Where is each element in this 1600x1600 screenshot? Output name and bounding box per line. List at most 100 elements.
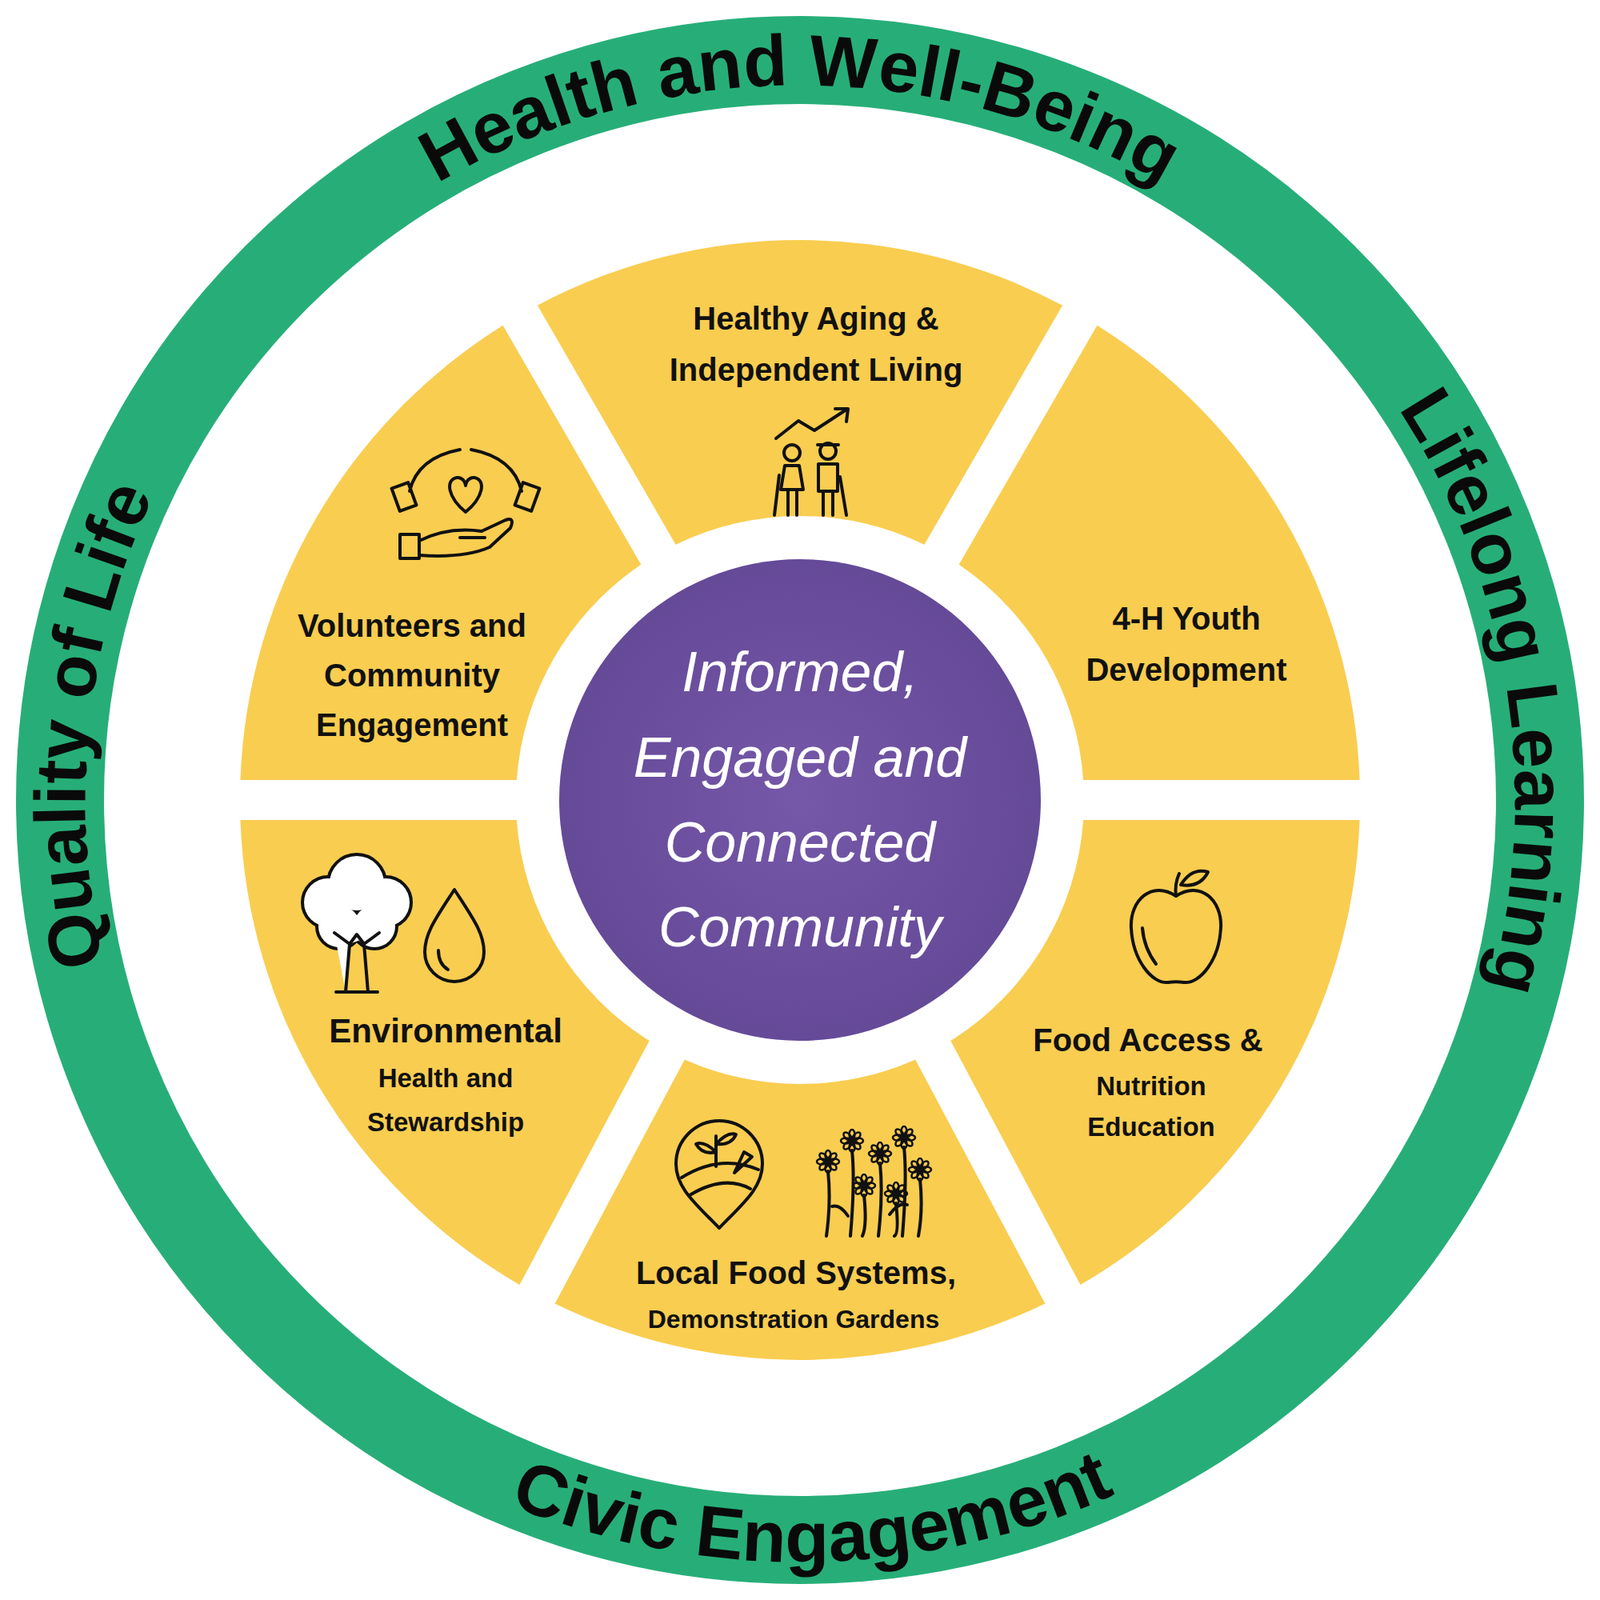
ring-letter: i (24, 784, 96, 806)
tree-icon-stroke (334, 932, 380, 992)
garden-pin-icon-stroke (696, 1143, 716, 1153)
apple-icon-stroke (1131, 890, 1221, 983)
tree-icon (304, 856, 410, 992)
segment-label: Food Access & (980, 1016, 1316, 1064)
wildflower-icon-stroke (919, 1160, 930, 1171)
segment-fill (555, 1059, 1046, 1360)
garden-pin-icon-stroke (714, 1136, 718, 1167)
wildflower-icon-stroke (863, 1176, 874, 1187)
wildflower-icon-stroke (854, 1184, 865, 1196)
wildflower-icon-stroke (893, 1195, 900, 1205)
tree-icon-stroke-stroke (353, 905, 396, 948)
wildflower-icon-stroke (851, 1131, 862, 1142)
tree-icon-stroke-stroke (353, 905, 396, 948)
wildflower-icon-stroke (848, 1137, 856, 1144)
hands-heart-icon-stroke (419, 519, 512, 556)
wildflower-icon-stroke (897, 1191, 908, 1197)
hands-heart-icon-stroke (409, 449, 460, 492)
hands-heart-icon-stroke (515, 482, 540, 512)
ring-label-holder: Lifelong Learning (16, 16, 1584, 1584)
wildflower-icon-stroke (827, 1160, 838, 1172)
segment-label: Environmental (285, 1005, 606, 1056)
segment-fill (537, 240, 1063, 545)
ring-letter: d (740, 24, 788, 99)
healthy-aging-icon-stroke (784, 444, 800, 461)
segment-label-holder: Volunteers and Community Engagement (268, 600, 556, 750)
apple-icon-stroke (1180, 871, 1208, 886)
hands-heart-icon-stroke (392, 482, 417, 512)
shape-group (537, 240, 1063, 545)
healthy-aging-icon-stroke (823, 491, 833, 516)
shape-group (555, 1059, 1046, 1360)
ring-letter: g (784, 1500, 830, 1574)
outer-ring-band-shape (16, 16, 1584, 1584)
tree-icon-stroke-stroke (318, 905, 360, 948)
healthy-aging-icon-stroke (840, 476, 847, 516)
wildflower-icon-stroke (910, 1160, 921, 1171)
ring-letter: W (807, 24, 880, 100)
wildflower-icon-stroke (842, 1131, 853, 1142)
hands-heart-icon-stroke (449, 477, 482, 512)
healthy-aging-icon-stroke (774, 475, 780, 516)
segment-label: Volunteers and Community Engagement (268, 600, 556, 750)
wildflower-icon-stroke (825, 1150, 832, 1160)
wildflower-icon-stroke (824, 1158, 832, 1165)
wildflower-icon-stroke (894, 1203, 898, 1236)
shape-group (950, 820, 1360, 1285)
wildflower-icon-stroke (903, 1128, 914, 1139)
garden-pin-icon (676, 1120, 763, 1228)
wildflower-icon-stroke (921, 1167, 932, 1173)
wildflower-icon-stroke (832, 1204, 908, 1216)
water-drop-icon-stroke (438, 950, 448, 970)
ring-letter: a (1503, 768, 1576, 810)
wildflower-icon-stroke (879, 1144, 890, 1155)
wildflower-icon-stroke (919, 1168, 930, 1180)
wildflower-icon-stroke (849, 1129, 856, 1140)
center-disc (559, 559, 1041, 1041)
wildflower-icon-stroke (905, 1135, 916, 1141)
wildflower-icon-stroke (881, 1151, 892, 1157)
segment-label: 4-H Youth Development (1054, 592, 1319, 696)
ring-letter: e (1500, 725, 1576, 771)
segment-label: Health and Stewardship (341, 1056, 550, 1144)
wildflower-icon-stroke (918, 1179, 922, 1236)
segment-label: Nutrition Education (1047, 1065, 1256, 1148)
ring-letter: n (1499, 836, 1575, 887)
wildflower-icon-stroke (892, 1190, 900, 1197)
segment-fill (959, 325, 1360, 780)
healthy-aging-icon-stroke (818, 464, 838, 492)
wildflower-icon-stroke (818, 1152, 829, 1163)
ring-letter: u (27, 864, 104, 917)
tree-icon-stroke-stroke (304, 878, 352, 927)
garden-pin-icon-stroke (676, 1120, 763, 1228)
garden-pin-icon-stroke (689, 1183, 751, 1196)
wildflower-icon-stroke (902, 1147, 906, 1236)
healthy-aging-icon-stroke (835, 408, 848, 422)
wildflower-icon-stroke (893, 1182, 900, 1192)
garden-pin-icon-stroke (734, 1152, 752, 1173)
ring-letter: E (692, 1494, 748, 1572)
tree-icon-stroke-stroke (329, 856, 384, 911)
wildflower-icon-stroke (865, 1183, 876, 1189)
wildflower-icon-stroke (886, 1184, 897, 1195)
shape-group (240, 325, 641, 780)
wildflower-icon-stroke (886, 1192, 897, 1204)
wildflower-icon-stroke (895, 1192, 906, 1204)
wildflower-icon-stroke (894, 1128, 905, 1139)
tree-icon-stroke (304, 856, 410, 948)
wildflower-icon-stroke (853, 1138, 864, 1144)
hands-heart-icon (392, 449, 540, 559)
water-drop-icon-stroke (424, 889, 484, 982)
ring-label-holder: Quality of Life (16, 16, 1584, 1584)
segment-fill (950, 820, 1360, 1285)
outer-ring-band: Informed, Engaged and Connected Communit… (16, 16, 1584, 1584)
shape-group (559, 559, 1041, 1041)
wildflower-icon-stroke (878, 1163, 882, 1236)
tree-icon-stroke (304, 856, 410, 948)
healthy-aging-icon-stroke (820, 443, 836, 460)
segment-label: Healthy Aging & Independent Living (640, 292, 992, 396)
wildflower-icon-stroke (854, 1176, 865, 1187)
healthy-aging-icon-stroke (788, 489, 797, 516)
